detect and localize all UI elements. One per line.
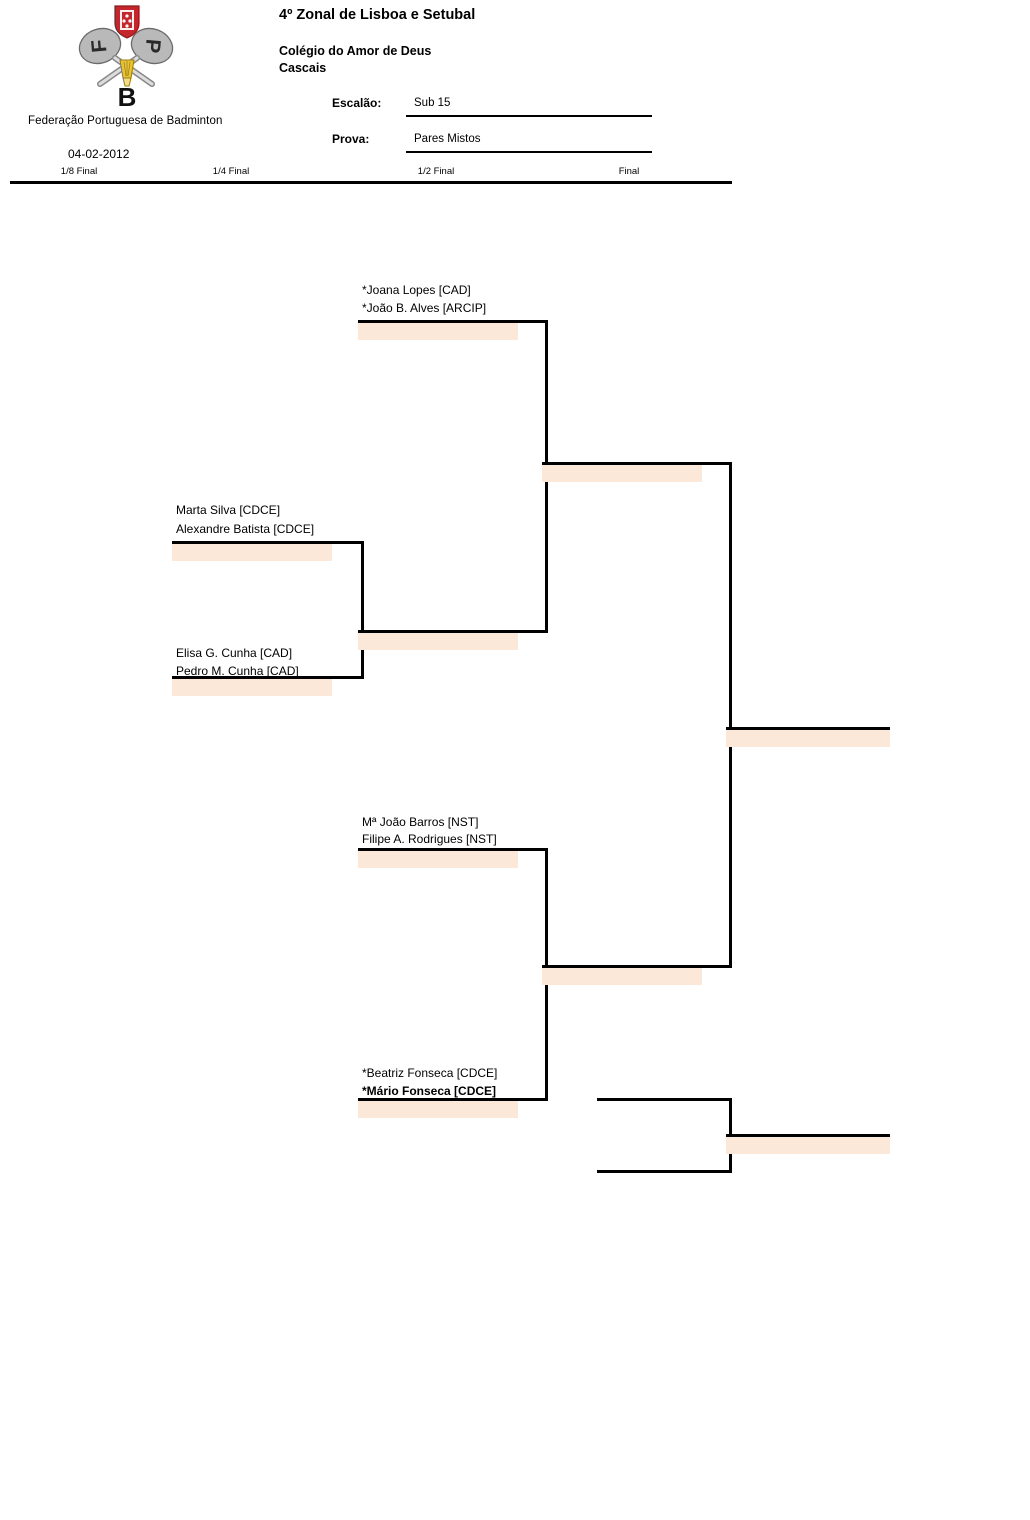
entry-name-line: Marta Silva [CDCE] <box>176 503 281 517</box>
result-slot-sf-upper[interactable] <box>542 465 702 482</box>
svg-text:F: F <box>87 38 111 53</box>
venue-city: Cascais <box>279 61 327 75</box>
bracket-line-entry2 <box>172 541 364 544</box>
bracket-line-sf-lower <box>542 965 732 968</box>
entry-name-line: *Mário Fonseca [CDCE] <box>362 1084 497 1098</box>
bracket-line-third-winner <box>726 1134 890 1137</box>
entry-name-line: Pedro M. Cunha [CAD] <box>176 664 299 678</box>
bracket-line-qf-lower <box>358 630 548 633</box>
document-date: 04-02-2012 <box>68 147 130 161</box>
escalao-label: Escalão: <box>332 96 382 110</box>
escalao-value: Sub 15 <box>414 97 451 109</box>
bracket-line-final <box>726 727 890 730</box>
result-slot-sf-lower[interactable] <box>542 968 702 985</box>
result-slot-qf-top[interactable] <box>358 323 518 340</box>
result-slot-eighth-lower[interactable] <box>172 679 332 696</box>
prova-value: Pares Mistos <box>414 133 481 145</box>
round-label-semi: 1/2 Final <box>417 166 455 177</box>
entry-name-line: *João B. Alves [ARCIP] <box>362 301 487 315</box>
bracket-line-sf-upper <box>542 462 732 465</box>
round-label-eighth: 1/8 Final <box>60 166 98 177</box>
result-slot-qf-lower-bottom[interactable] <box>358 1101 518 1118</box>
result-slot-third-place-winner[interactable] <box>726 1137 890 1154</box>
header-divider <box>10 181 732 184</box>
result-slot-qf-mid-lower[interactable] <box>358 633 518 650</box>
round-label-quarter: 1/4 Final <box>212 166 250 177</box>
entry-name-line: Alexandre Batista [CDCE] <box>176 522 315 536</box>
bracket-line-entry1 <box>358 320 548 323</box>
prova-underline <box>406 151 652 153</box>
bracket-line-third-b <box>597 1170 732 1173</box>
entry-name-line: *Joana Lopes [CAD] <box>362 283 471 297</box>
result-slot-qf-lower-top[interactable] <box>358 851 518 868</box>
entry-name-line: *Beatriz Fonseca [CDCE] <box>362 1066 498 1080</box>
bracket-line-entry3 <box>172 676 364 679</box>
result-slot-final-winner[interactable] <box>726 730 890 747</box>
entry-name-line: Filipe A. Rodrigues [NST] <box>362 832 497 846</box>
venue-name: Colégio do Amor de Deus <box>279 44 432 58</box>
page-title: 4º Zonal de Lisboa e Setubal <box>279 7 476 23</box>
escalao-underline <box>406 115 652 117</box>
bracket-line-third-a <box>597 1098 732 1101</box>
svg-text:P: P <box>140 38 164 54</box>
federation-logo: F P B <box>60 2 195 110</box>
federation-name: Federação Portuguesa de Badminton <box>28 115 223 127</box>
svg-text:B: B <box>118 82 137 110</box>
entry-name-line: Mª João Barros [NST] <box>362 815 479 829</box>
bracket-connector-eighth <box>361 541 364 679</box>
bracket-line-entry5 <box>358 1098 548 1101</box>
bracket-line-entry4 <box>358 848 548 851</box>
bracket-connector-semi <box>729 462 732 966</box>
entry-name-line: Elisa G. Cunha [CAD] <box>176 646 293 660</box>
result-slot-eighth-upper[interactable] <box>172 544 332 561</box>
round-label-final: Final <box>618 166 640 177</box>
prova-label: Prova: <box>332 132 370 146</box>
